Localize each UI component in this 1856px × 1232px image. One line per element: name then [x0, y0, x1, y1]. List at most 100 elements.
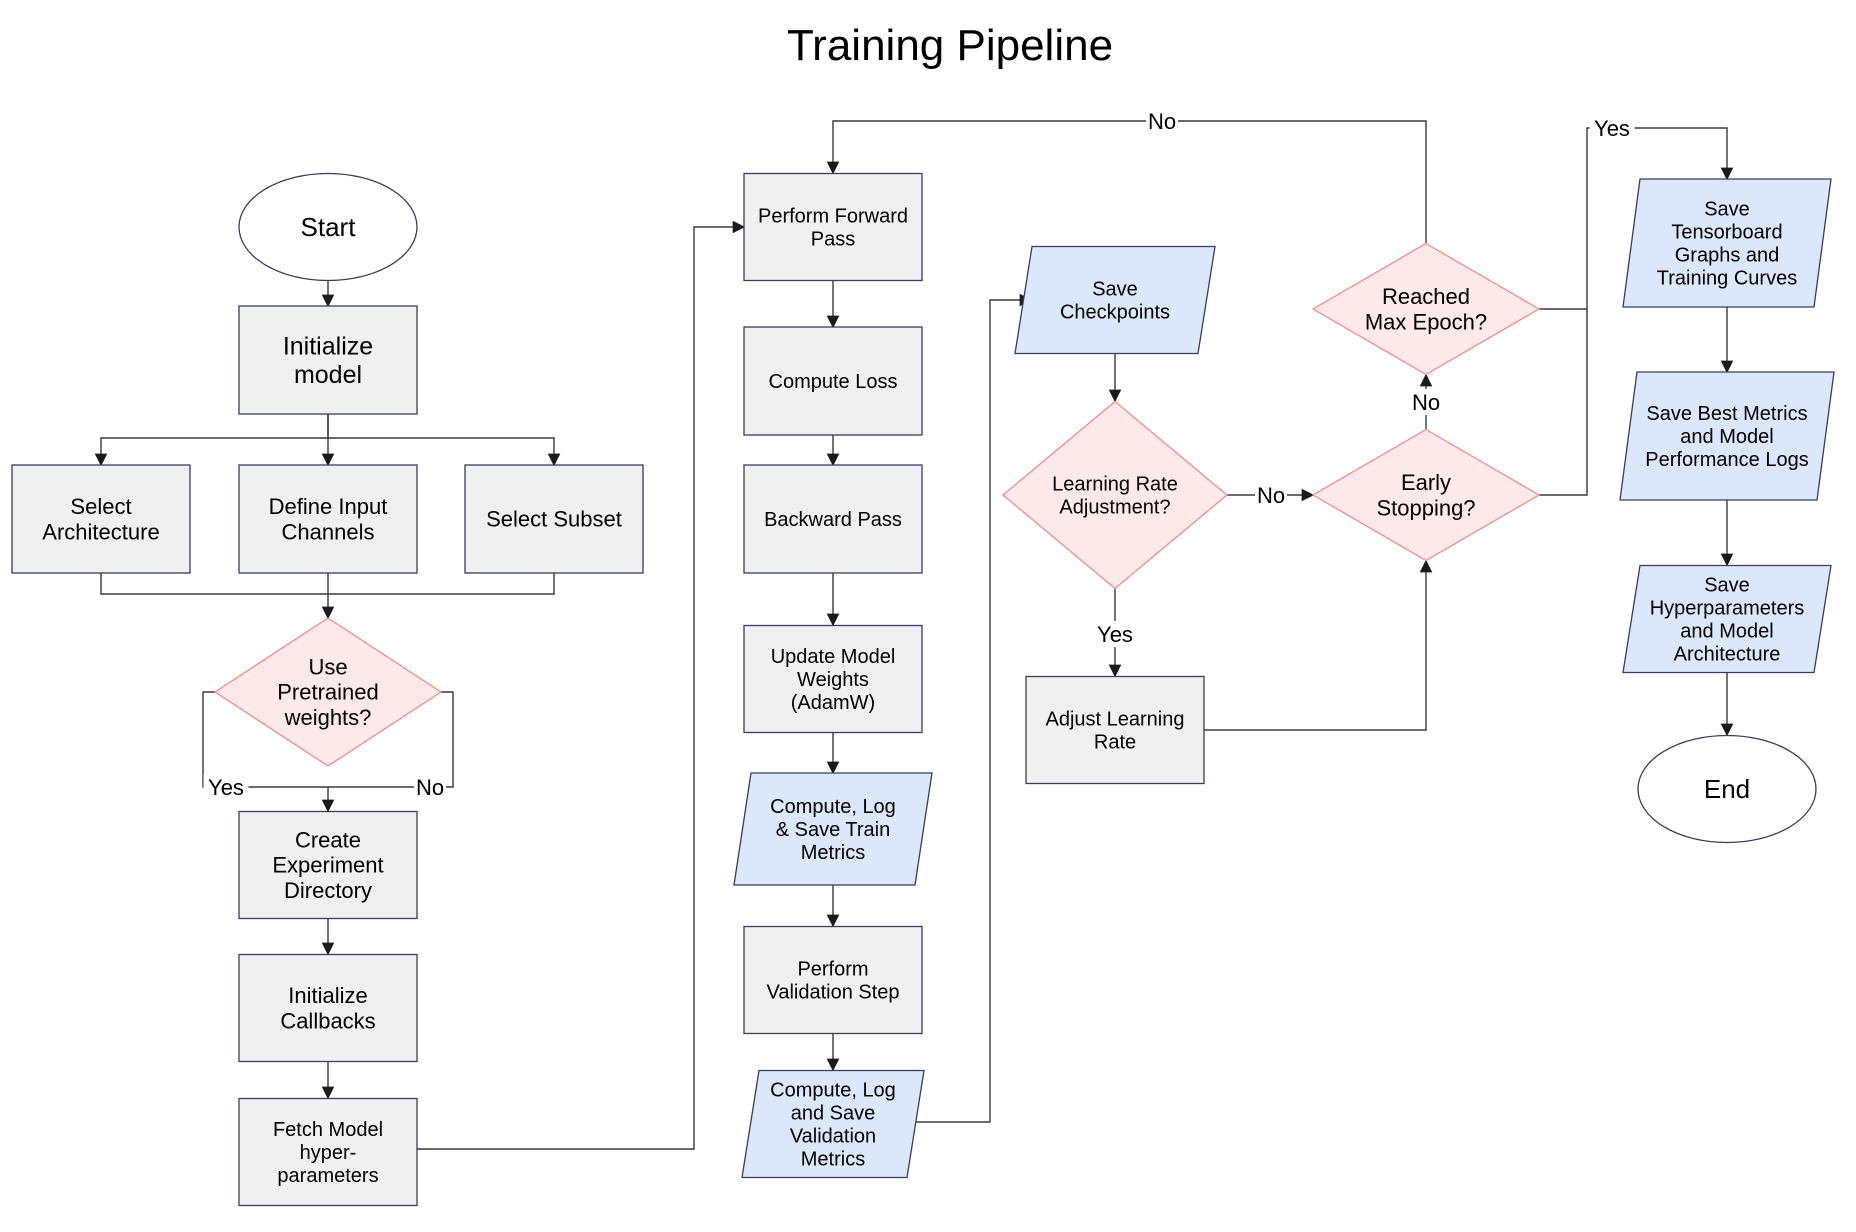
node-label-line: Validation Step [766, 982, 899, 1004]
node-label-line: Pass [811, 229, 855, 251]
decision-diamond [213, 617, 443, 767]
node-label-line: Reached [1382, 284, 1470, 309]
terminal-ellipse [238, 172, 418, 282]
node-backward-pass: Backward Pass [743, 464, 923, 574]
node-label-line: Channels [282, 519, 375, 544]
edge-connector [826, 120, 1427, 243]
edge-connector [1204, 559, 1433, 731]
node-label-line: & Save Train [776, 819, 891, 841]
process-box [11, 464, 191, 574]
io-parallelogram [1622, 564, 1832, 674]
edge-label-text: Yes [1097, 622, 1133, 647]
io-parallelogram [741, 1069, 925, 1179]
edge-label-bg [414, 774, 446, 800]
io-parallelogram [1014, 245, 1216, 355]
diagram-title: Training Pipeline [787, 21, 1113, 70]
node-label-line: parameters [277, 1165, 378, 1187]
edge-label-text: No [416, 775, 444, 800]
process-box [238, 953, 418, 1063]
edge-label-max-epoch-yes: Yes [1589, 115, 1635, 141]
edge-label-pretrained-yes: Yes [203, 774, 249, 800]
node-label-line: Compute Loss [769, 371, 898, 393]
process-box [743, 925, 923, 1035]
edge-label-pretrained-no: No [414, 774, 446, 800]
node-label-line: Adjustment? [1059, 497, 1170, 519]
edge-label-early-no: No [1410, 389, 1442, 415]
edge-connector [328, 437, 561, 467]
node-label-line: Compute, Log [770, 1080, 896, 1102]
io-parallelogram [1622, 178, 1832, 308]
edge-label-lr-no: No [1255, 482, 1287, 508]
node-label-line: Metrics [801, 842, 865, 864]
edge-label-max-epoch-no: No [1146, 108, 1178, 134]
node-label-line: Create [295, 827, 361, 852]
process-box [238, 1097, 418, 1207]
decision-diamond [1311, 428, 1541, 562]
edges-layer [94, 120, 1734, 1150]
node-label-line: and Model [1680, 426, 1773, 448]
node-label-line: Backward Pass [764, 509, 902, 531]
edge-label-bg [1092, 621, 1138, 647]
node-label-line: Callbacks [280, 1008, 375, 1033]
node-label-line: and Model [1680, 621, 1773, 643]
node-label-line: Define Input [269, 494, 388, 519]
process-box [1025, 675, 1205, 785]
node-label-line: Checkpoints [1060, 302, 1170, 324]
process-box [743, 624, 923, 734]
edge-connector [1539, 127, 1734, 496]
edge-label-text: Yes [208, 775, 244, 800]
node-label-line: Save Best Metrics [1646, 403, 1807, 425]
node-label-line: Early [1401, 470, 1451, 495]
node-label-line: Architecture [1674, 644, 1781, 666]
edge-label-text: No [1412, 390, 1440, 415]
node-label-line: Start [301, 212, 357, 242]
edge-label-bg [1410, 389, 1442, 415]
node-label-line: model [294, 361, 362, 389]
node-label-line: Save [1704, 199, 1750, 221]
edge-label-text: No [1148, 109, 1176, 134]
node-label-line: Experiment [272, 853, 383, 878]
node-label-line: weights? [284, 705, 372, 730]
node-label-line: Perform Forward [758, 206, 908, 228]
node-label-line: Pretrained [277, 680, 379, 705]
node-start: Start [238, 172, 418, 282]
edge-connector [94, 414, 329, 467]
edge-label-bg [203, 774, 249, 800]
node-label-line: Weights [797, 669, 869, 691]
node-label-line: Graphs and [1675, 245, 1780, 267]
node-label-line: Performance Logs [1645, 449, 1808, 471]
node-label-line: (AdamW) [791, 692, 875, 714]
node-compute-loss: Compute Loss [743, 326, 923, 436]
node-label-line: Metrics [801, 1149, 865, 1171]
io-parallelogram [733, 772, 933, 886]
node-label-line: Max Epoch? [1365, 309, 1487, 334]
node-label-line: Perform [797, 959, 868, 981]
node-label-line: End [1704, 774, 1750, 804]
node-label-line: Compute, Log [770, 796, 896, 818]
edge-label-bg [1255, 482, 1287, 508]
node-label-line: Initialize [288, 983, 367, 1008]
nodes-layer: StartInitializemodelSelectArchitectureDe… [11, 172, 1835, 1207]
node-label-line: Training Curves [1657, 268, 1797, 290]
node-label-line: Use [308, 654, 347, 679]
process-box [743, 172, 923, 282]
node-label-line: Hyperparameters [1650, 598, 1805, 620]
process-box [238, 305, 418, 415]
node-label-line: Fetch Model [273, 1119, 383, 1141]
node-label-line: Select Subset [486, 507, 622, 532]
process-box [238, 810, 418, 920]
edge-label-bg [1589, 115, 1635, 141]
decision-diamond [1001, 400, 1229, 590]
